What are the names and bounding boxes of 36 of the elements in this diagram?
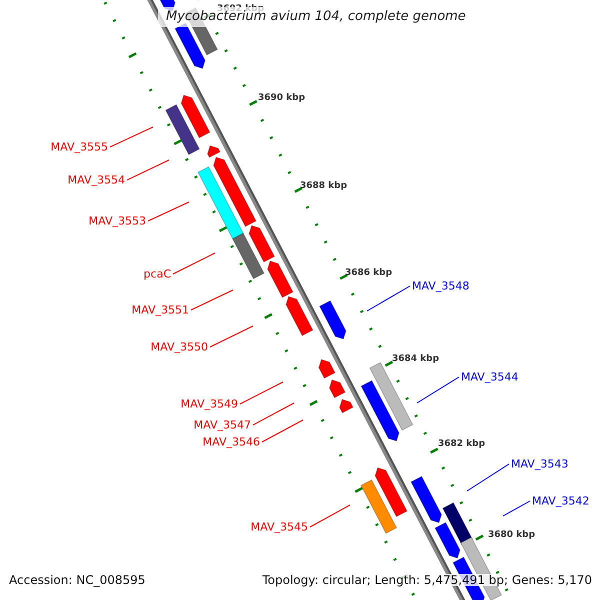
leader-line	[252, 402, 294, 426]
gene-label: MAV_3543	[511, 458, 568, 470]
gene-label: MAV_3550	[150, 340, 208, 354]
position-label: 3680 kbp	[488, 531, 536, 540]
gene-label: MAV_3549	[180, 398, 238, 410]
gene-label: MAV_3555	[50, 140, 108, 154]
gene-label: MAV_3544	[461, 370, 518, 384]
leader-line	[466, 464, 510, 492]
gene-label: MAV_3546	[202, 436, 260, 448]
position-label: 3688 kbp	[300, 182, 348, 191]
gene-label: MAV_3542	[532, 494, 590, 508]
position-label: 3682 kbp	[438, 440, 486, 449]
leader-line	[502, 500, 530, 516]
position-label: 3684 kbp	[392, 355, 440, 364]
leader-line	[126, 160, 170, 180]
position-label: 3686 kbp	[345, 269, 392, 278]
gene-label: MAV_3545	[250, 520, 308, 534]
leader-line	[310, 504, 350, 528]
gene-label: MAV_3553	[88, 214, 146, 228]
leader-line	[110, 126, 154, 148]
leader-line	[416, 376, 460, 404]
leader-line	[210, 326, 254, 348]
gene-label: MAV_3551	[132, 304, 189, 316]
genome-summary-text: Topology: circular; Length: 5,475,491 bp; Genes: 5,170	[262, 574, 592, 586]
leader-line	[240, 382, 284, 404]
leader-line	[190, 290, 234, 310]
position-label: 3690 kbp	[258, 94, 306, 103]
leader-line	[366, 286, 410, 312]
gene-label: MAV_3547	[194, 418, 251, 432]
leader-line	[262, 420, 304, 442]
leader-line	[148, 202, 190, 222]
gene-label: MAV_3554	[68, 174, 125, 186]
gene-label: pcaC	[144, 268, 171, 280]
leader-line	[172, 252, 216, 274]
accession-text: Accession: NC_008595	[9, 574, 146, 586]
gene-label: MAV_3548	[412, 280, 470, 292]
